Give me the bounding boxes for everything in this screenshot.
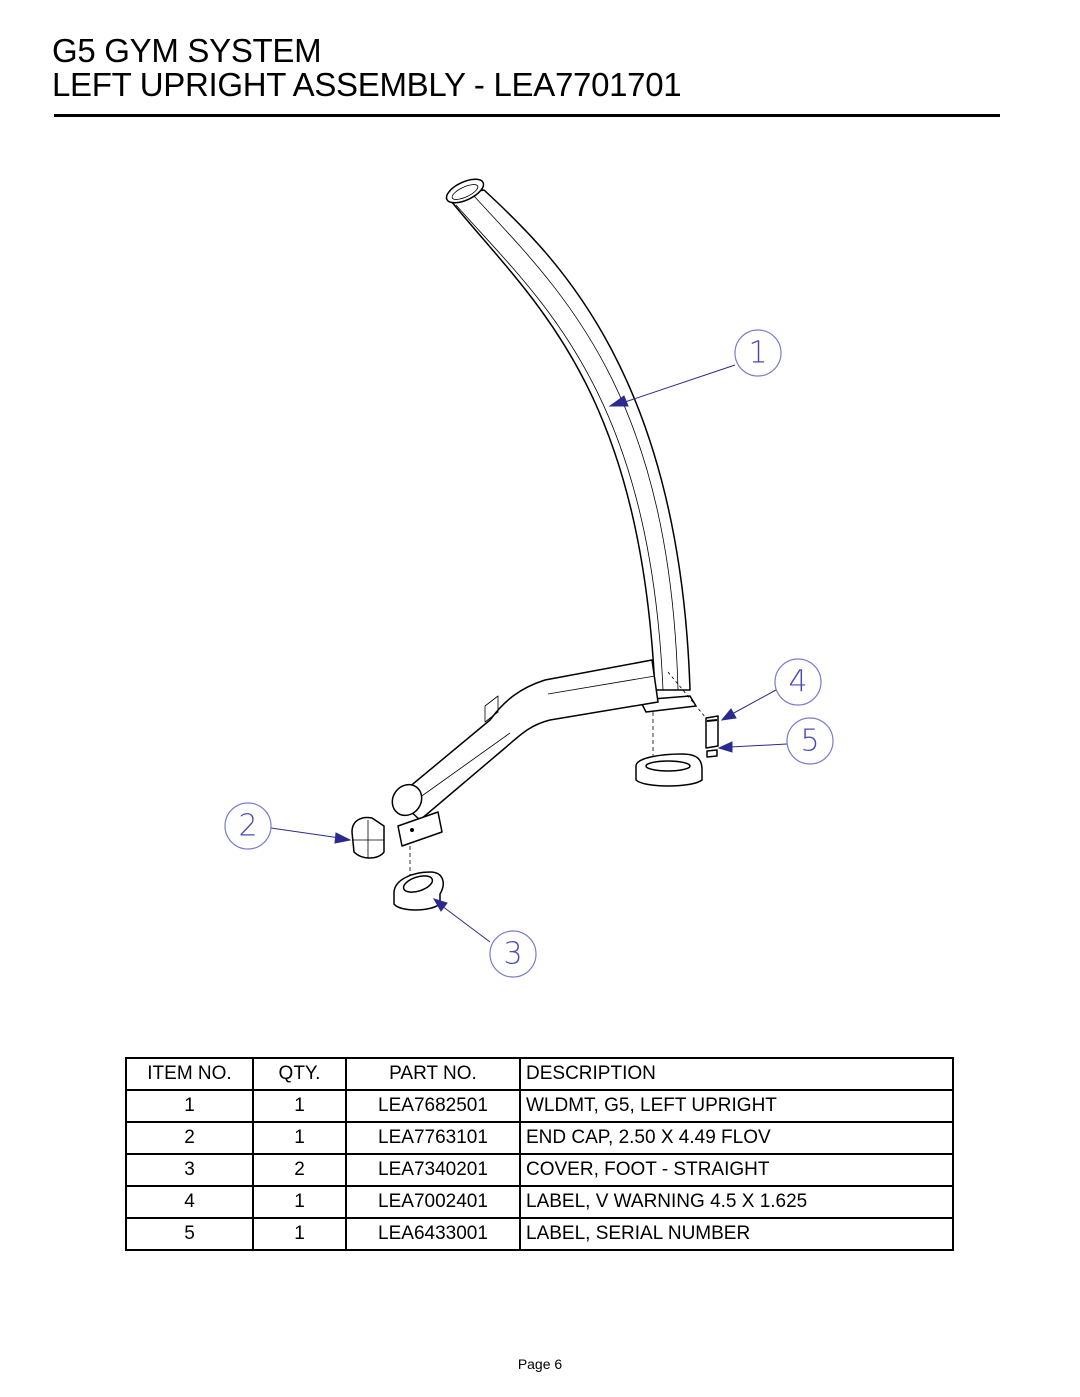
- title-system: G5 GYM SYSTEM: [52, 32, 322, 69]
- leader-4: [731, 689, 777, 715]
- balloon-4-label: 4: [788, 665, 807, 700]
- description-cell: WLDMT, G5, LEFT UPRIGHT: [519, 1089, 954, 1123]
- table-row: 3 2 LEA7340201 COVER, FOOT - STRAIGHT: [125, 1153, 954, 1187]
- qty-cell: 1: [252, 1089, 347, 1123]
- item-no-cell: 4: [125, 1185, 254, 1219]
- leader-5: [729, 743, 788, 748]
- table-row: 4 1 LEA7002401 LABEL, V WARNING 4.5 X 1.…: [125, 1185, 954, 1219]
- balloon-2: [224, 802, 272, 850]
- upright-tube: [446, 189, 691, 691]
- balloon-5-label: 5: [800, 724, 819, 759]
- part-no-cell: LEA7682501: [345, 1089, 521, 1123]
- part-no-cell: LEA6433001: [345, 1217, 521, 1251]
- balloon-1: [734, 329, 782, 377]
- qty-cell: 1: [252, 1121, 347, 1155]
- item-no-cell: 3: [125, 1153, 254, 1187]
- table-row: 1 1 LEA7682501 WLDMT, G5, LEFT UPRIGHT: [125, 1089, 954, 1123]
- description-cell: COVER, FOOT - STRAIGHT: [519, 1153, 954, 1187]
- leader-1: [624, 364, 736, 403]
- warning-label-part: [705, 715, 719, 749]
- part-no-cell: LEA7340201: [345, 1153, 521, 1187]
- part-no-cell: LEA7002401: [345, 1185, 521, 1219]
- table-row: 2 1 LEA7763101 END CAP, 2.50 X 4.49 FLOV: [125, 1121, 954, 1155]
- table-header-row: ITEM NO. QTY. PART NO. DESCRIPTION: [125, 1057, 954, 1091]
- table-row: 5 1 LEA6433001 LABEL, SERIAL NUMBER: [125, 1217, 954, 1251]
- item-no-cell: 2: [125, 1121, 254, 1155]
- description-cell: LABEL, SERIAL NUMBER: [519, 1217, 954, 1251]
- description-cell: END CAP, 2.50 X 4.49 FLOV: [519, 1121, 954, 1155]
- serial-label-part: [706, 749, 718, 758]
- leader-2: [270, 827, 341, 839]
- base-leg: [395, 659, 659, 821]
- description-cell: LABEL, V WARNING 4.5 X 1.625: [519, 1185, 954, 1219]
- balloon-2-label: 2: [238, 809, 257, 844]
- item-no-cell: 1: [125, 1089, 254, 1123]
- header-qty: QTY.: [252, 1057, 347, 1091]
- title-underline: [54, 114, 1000, 117]
- balloon-4: [774, 658, 822, 706]
- bill-of-materials-table: ITEM NO. QTY. PART NO. DESCRIPTION 1 1 L…: [125, 1057, 954, 1251]
- page-title: G5 GYM SYSTEM LEFT UPRIGHT ASSEMBLY - LE…: [52, 32, 682, 103]
- balloon-3: [489, 930, 537, 978]
- page-number: Page 6: [517, 1356, 563, 1372]
- header-description: DESCRIPTION: [519, 1057, 954, 1091]
- balloon-1-label: 1: [748, 336, 767, 371]
- balloon-3-label: 3: [503, 937, 522, 972]
- qty-cell: 1: [252, 1217, 347, 1251]
- item-no-cell: 5: [125, 1217, 254, 1251]
- header-part-no: PART NO.: [345, 1057, 521, 1091]
- balloon-5: [786, 717, 834, 765]
- tube-top-opening: [445, 178, 485, 204]
- part-no-cell: LEA7763101: [345, 1121, 521, 1155]
- qty-cell: 1: [252, 1185, 347, 1219]
- assembly-drawing: 1 2 3 4 5: [224, 178, 834, 978]
- leg-opening: [391, 783, 423, 817]
- header-item-no: ITEM NO.: [125, 1057, 254, 1091]
- leader-3: [441, 905, 491, 943]
- title-assembly: LEFT UPRIGHT ASSEMBLY - LEA7701701: [52, 66, 682, 103]
- qty-cell: 2: [252, 1153, 347, 1187]
